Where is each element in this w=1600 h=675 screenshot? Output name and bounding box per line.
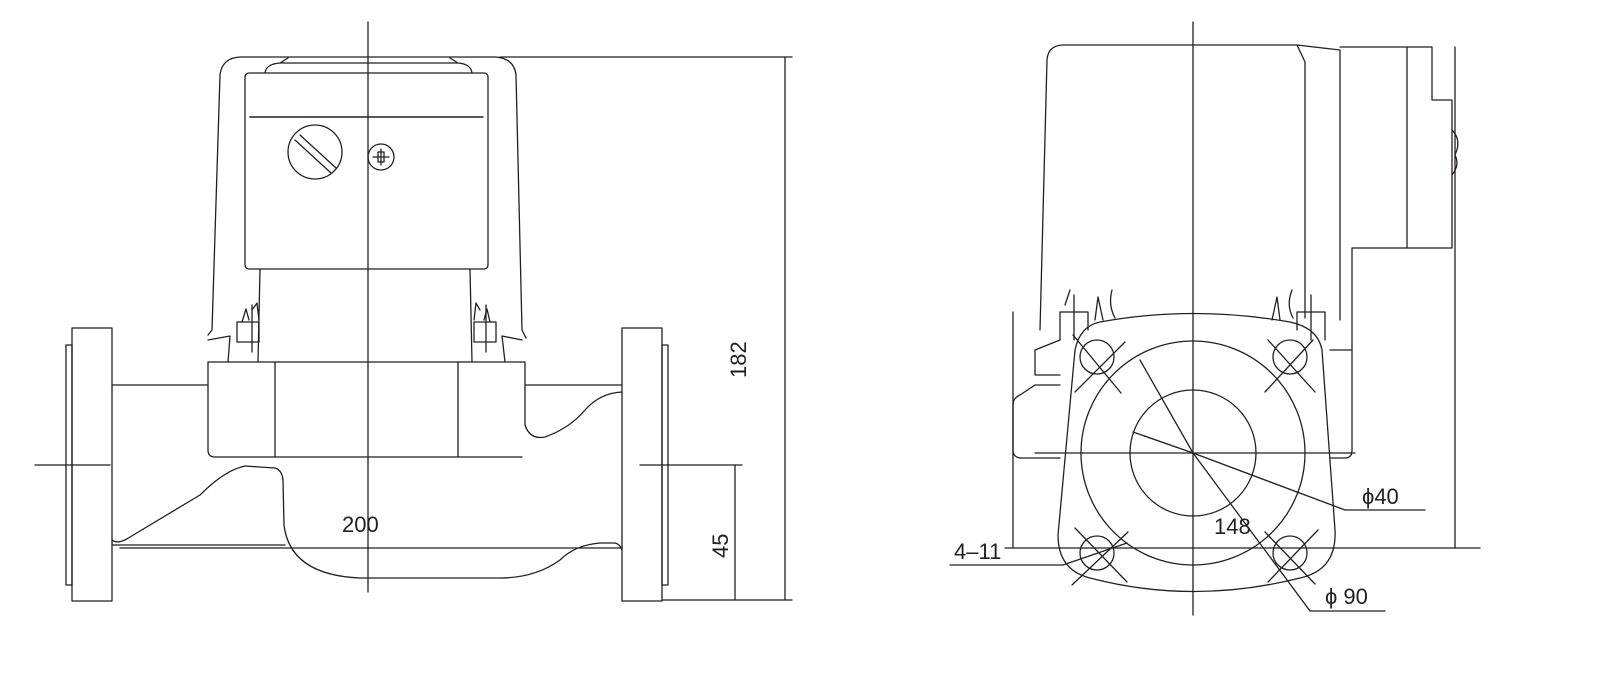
side-bolt-right (1271, 289, 1326, 341)
pump-body (207, 361, 623, 458)
side-body-block (1012, 339, 1353, 459)
speed-dial-icon (287, 124, 343, 180)
bolt-holes-leader (949, 542, 1128, 566)
bolt-hole-top-right (1264, 339, 1316, 393)
dim-phi40-label: ϕ40 (1362, 484, 1399, 509)
volute (111, 465, 623, 579)
terminal-box (244, 72, 489, 270)
phi40-leader (1132, 431, 1426, 511)
dim-182-label: 182 (726, 341, 751, 378)
housing-cap (264, 57, 473, 74)
motor-housing (207, 56, 527, 339)
dim-45-label: 45 (708, 534, 733, 558)
bolt-left (207, 302, 260, 363)
bolt-right (473, 302, 523, 363)
side-motor-housing (1039, 44, 1341, 331)
front-view: 182 200 45 (34, 21, 793, 602)
square-flange (1057, 312, 1336, 593)
side-view: ϕ40 148 ϕ 90 4–11 (949, 21, 1481, 616)
bolt-hole-top-left (1072, 334, 1126, 394)
phi90-leader (1139, 359, 1386, 612)
side-bolt-left (1059, 289, 1116, 341)
dim-phi90-label: ϕ 90 (1325, 584, 1368, 609)
dim-4-11-label: 4–11 (954, 539, 1001, 564)
motor-neck (257, 268, 473, 363)
side-terminal-box (1339, 46, 1453, 351)
bolt-hole-bottom-right (1264, 529, 1319, 585)
dim-200-label: 200 (342, 512, 379, 537)
dim-148-label: 148 (1214, 514, 1251, 539)
screw-icon (367, 143, 395, 171)
bolt-hole-bottom-left (1071, 527, 1129, 586)
